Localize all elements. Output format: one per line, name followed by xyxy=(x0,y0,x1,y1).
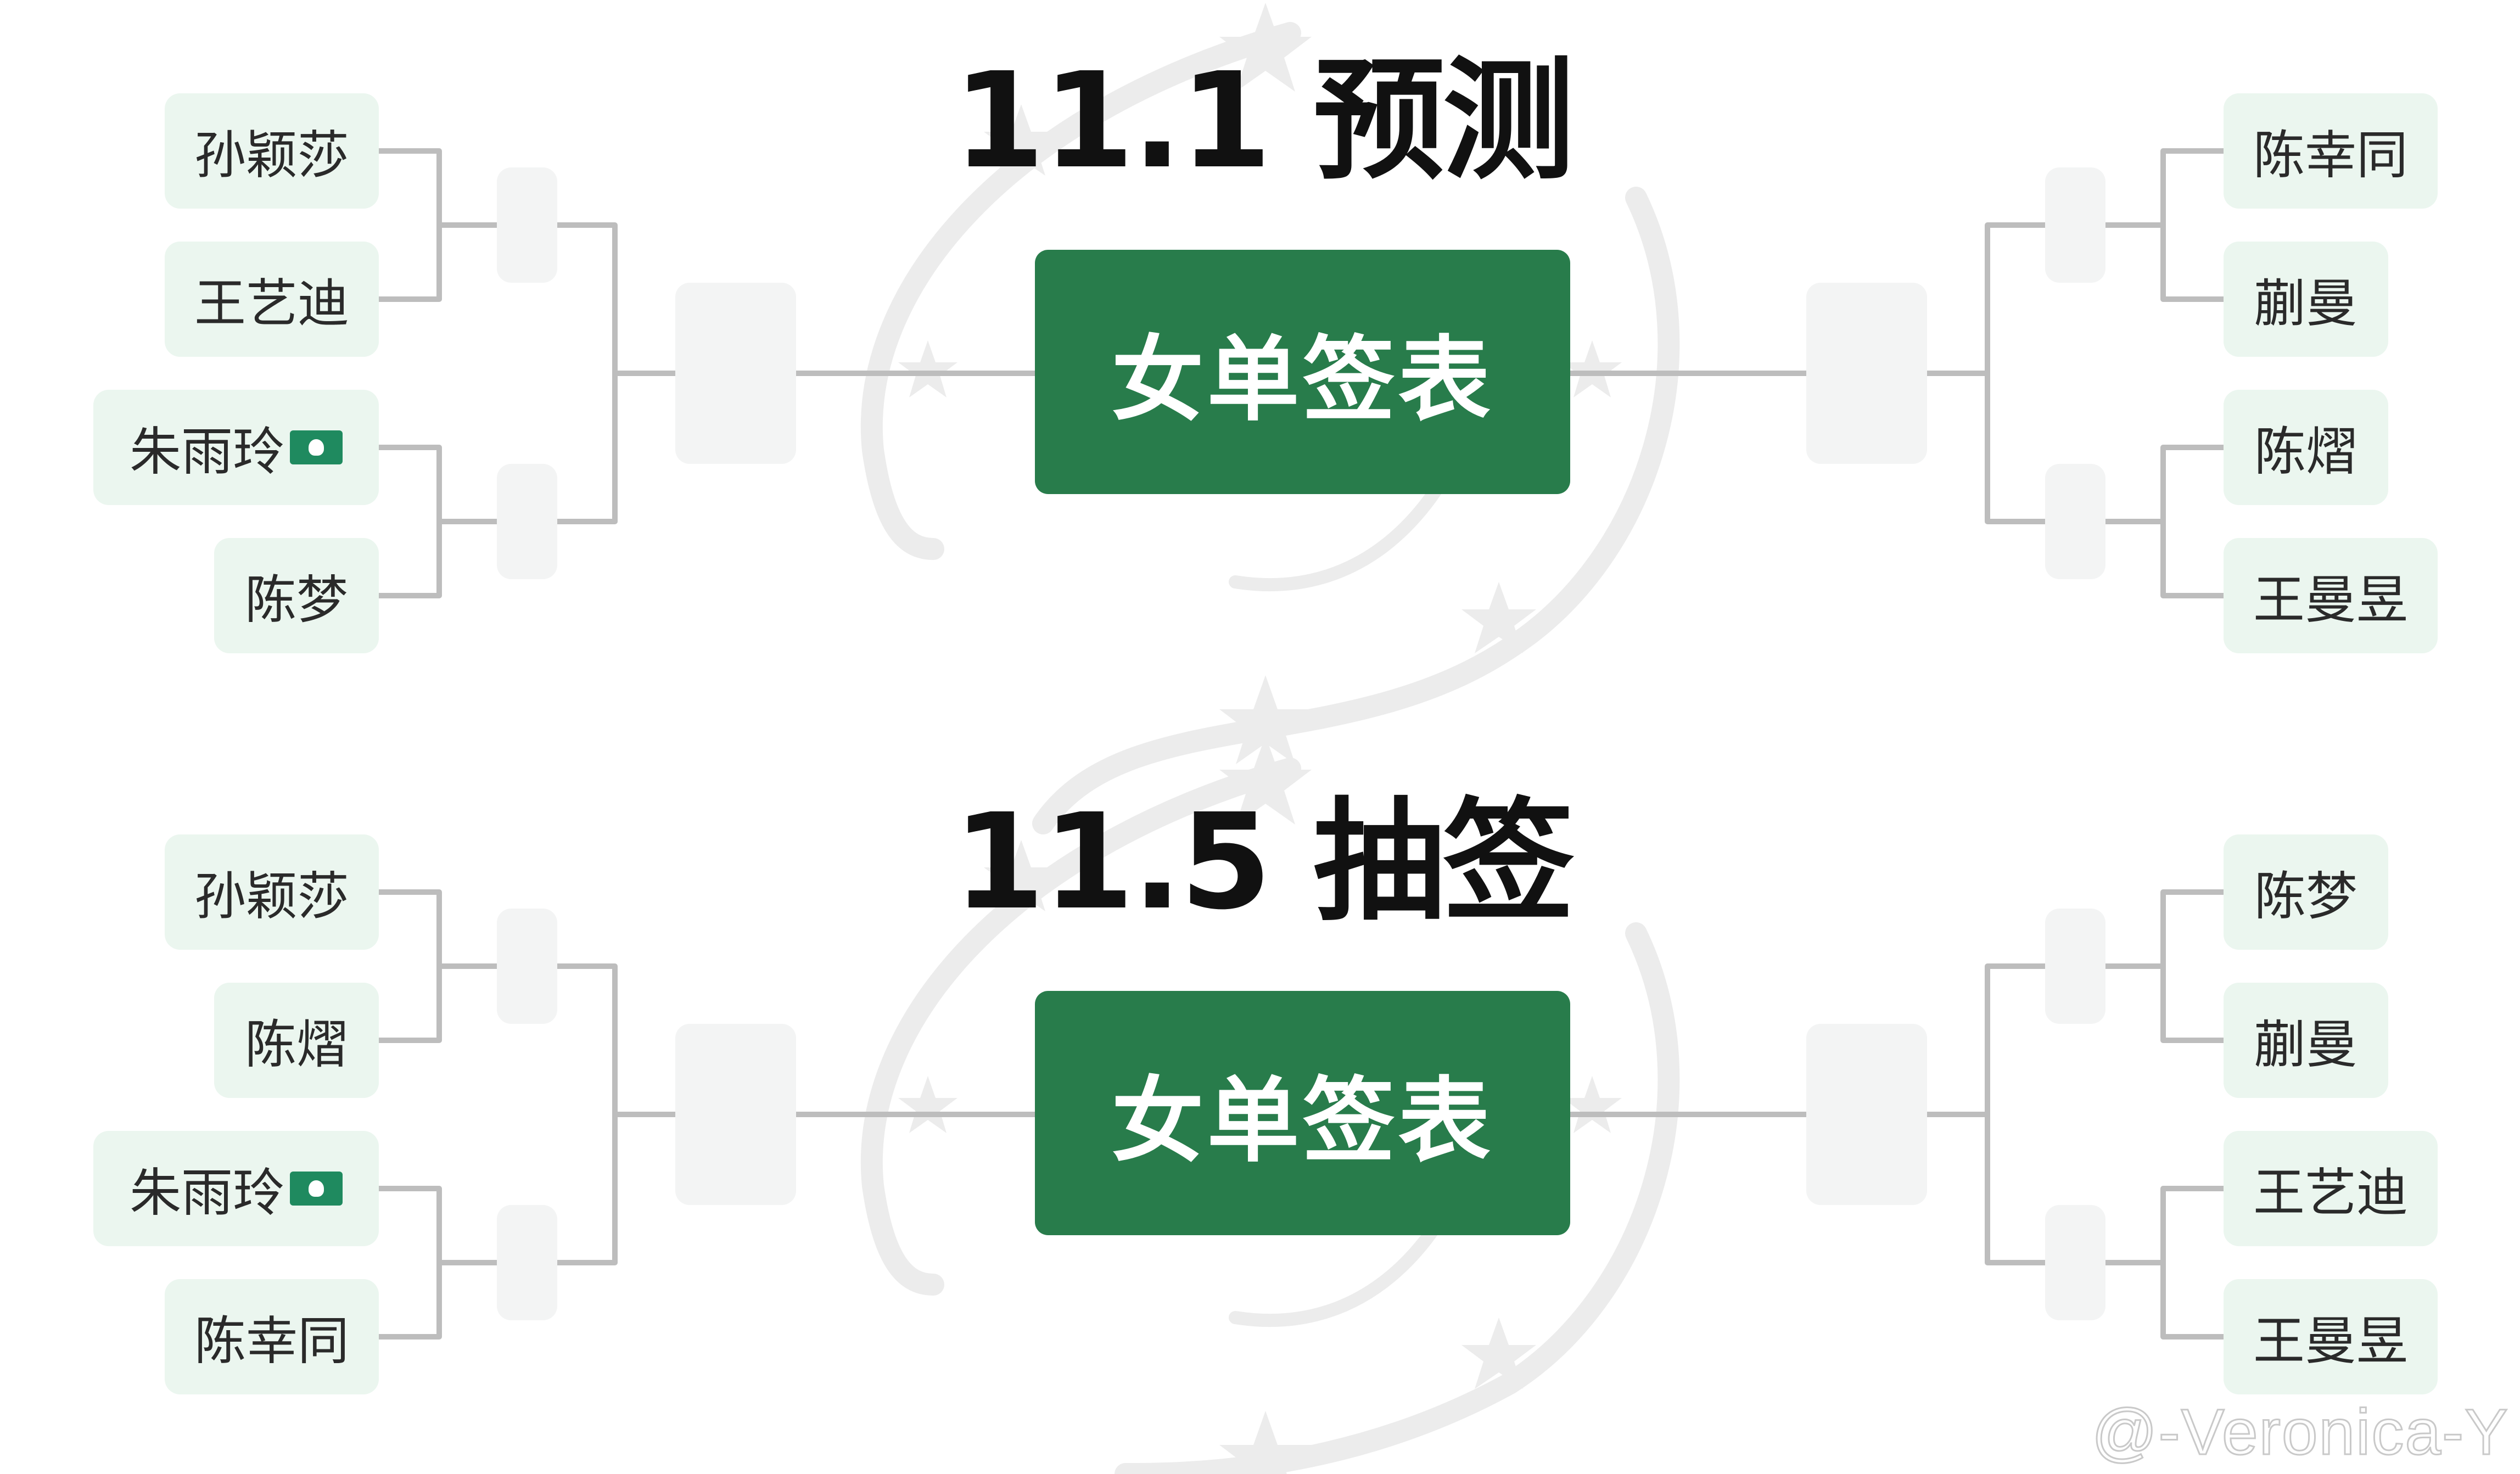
player-name-right: 陈熠 xyxy=(2224,390,2388,505)
player-name-right: 陈梦 xyxy=(2224,834,2388,950)
player-name-text: 蒯曼 xyxy=(2254,274,2357,334)
player-name-text: 陈幸同 xyxy=(194,1312,349,1371)
player-name-left: 陈梦 xyxy=(214,538,379,653)
bracket-connector xyxy=(1985,963,2045,1265)
player-name-left: 孙颖莎 xyxy=(165,834,379,950)
empty-result-slot xyxy=(2045,464,2105,579)
player-name-text: 陈幸同 xyxy=(2253,126,2408,186)
bracket-connector xyxy=(557,222,618,524)
player-name-text: 孙颖莎 xyxy=(194,867,349,927)
player-name-text: 陈梦 xyxy=(244,570,348,630)
player-name-text: 朱雨玲 xyxy=(129,1163,284,1223)
bracket-connector xyxy=(379,148,442,302)
empty-result-slot xyxy=(497,909,557,1024)
player-name-right: 蒯曼 xyxy=(2224,983,2388,1098)
empty-result-slot xyxy=(497,1205,557,1320)
bracket-connector xyxy=(2160,1186,2224,1340)
player-name-left: 陈幸同 xyxy=(165,1279,379,1394)
player-name-text: 陈梦 xyxy=(2254,867,2357,927)
macau-flag-icon xyxy=(290,1172,343,1206)
player-name-left: 孙颖莎 xyxy=(165,93,379,209)
empty-result-slot xyxy=(497,167,557,283)
draw-title-box: 女单签表 xyxy=(1035,991,1570,1235)
empty-final-slot xyxy=(1806,283,1927,464)
bracket-connector xyxy=(2160,445,2224,598)
player-name-text: 朱雨玲 xyxy=(129,422,284,482)
player-name-right: 王曼昱 xyxy=(2224,538,2438,653)
empty-result-slot xyxy=(2045,909,2105,1024)
player-name-text: 孙颖莎 xyxy=(194,126,349,186)
empty-result-slot xyxy=(497,464,557,579)
bracket-heading: 11.1 预测 xyxy=(953,44,1575,198)
player-name-left: 王艺迪 xyxy=(165,242,379,357)
bracket-connector xyxy=(379,445,442,598)
player-name-left: 朱雨玲 xyxy=(93,1131,379,1246)
empty-result-slot xyxy=(2045,167,2105,283)
player-name-text: 王曼昱 xyxy=(2253,1312,2408,1371)
player-name-text: 王艺迪 xyxy=(194,274,349,334)
bracket-connector xyxy=(379,889,442,1043)
bracket-connector xyxy=(2160,889,2224,1043)
player-name-right: 王曼昱 xyxy=(2224,1279,2438,1394)
draw-title-box: 女单签表 xyxy=(1035,250,1570,494)
empty-final-slot xyxy=(675,1024,796,1205)
bracket-connector xyxy=(557,963,618,1265)
bracket-connector xyxy=(2160,148,2224,302)
empty-result-slot xyxy=(2045,1205,2105,1320)
player-name-right: 陈幸同 xyxy=(2224,93,2438,209)
empty-final-slot xyxy=(1806,1024,1927,1205)
player-name-left: 朱雨玲 xyxy=(93,390,379,505)
bracket-connector xyxy=(1985,222,2045,524)
player-name-text: 陈熠 xyxy=(244,1015,348,1075)
empty-final-slot xyxy=(675,283,796,464)
player-name-left: 陈熠 xyxy=(214,983,379,1098)
watermark-credit: @-Veronica-Y xyxy=(2091,1395,2509,1470)
player-name-right: 王艺迪 xyxy=(2224,1131,2438,1246)
player-name-text: 王曼昱 xyxy=(2253,570,2408,630)
player-name-right: 蒯曼 xyxy=(2224,242,2388,357)
bracket-connector xyxy=(379,1186,442,1340)
player-name-text: 蒯曼 xyxy=(2254,1015,2357,1075)
player-name-text: 陈熠 xyxy=(2254,422,2357,482)
macau-flag-icon xyxy=(290,430,343,464)
player-name-text: 王艺迪 xyxy=(2253,1163,2408,1223)
bracket-heading: 11.5 抽签 xyxy=(953,785,1575,939)
